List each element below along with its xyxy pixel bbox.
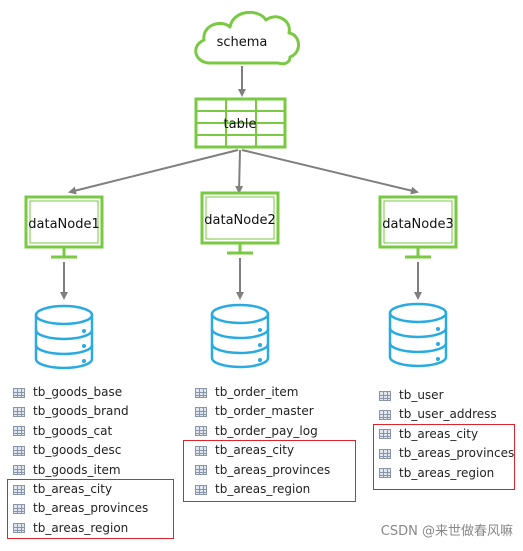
list-item: tb_goods_base [13,383,148,402]
table-icon [13,387,25,398]
table-name: tb_areas_region [399,465,495,480]
table-icon [13,465,25,476]
table-icon [379,429,391,440]
table-icon [195,465,207,476]
list-item: tb_user_address [379,405,514,424]
table-name: tb_order_item [215,385,299,399]
datanode3-database-icon [388,302,448,368]
table-name: tb_user_address [399,407,497,422]
arrow-table-to-datanode3 [241,149,419,195]
datanode1-table-list: tb_goods_base tb_goods_brand tb_goods_ca… [13,383,148,538]
table-name: tb_user [399,388,444,402]
list-item: tb_areas_city [379,425,514,444]
list-item: tb_order_master [195,402,330,421]
table-icon [379,390,391,401]
table-name: tb_areas_city [215,443,295,458]
table-icon [195,445,207,456]
list-item: tb_areas_provinces [195,461,330,480]
datanode3-label: dataNode3 [382,217,453,232]
table-icon [13,407,25,418]
schema-label: schema [217,35,268,50]
datanode2-database-icon [210,303,270,369]
table-icon [379,468,391,479]
table-icon [195,426,207,437]
table-name: tb_areas_provinces [399,446,515,461]
list-item: tb_areas_provinces [13,499,148,518]
table-icon [195,387,207,398]
list-item: tb_goods_item [13,461,148,480]
table-name: tb_areas_city [399,426,479,441]
list-item: tb_goods_desc [13,441,148,460]
table-icon [13,484,25,495]
table-name: tb_areas_region [33,520,129,535]
table-name: tb_order_pay_log [215,423,318,438]
table-name: tb_goods_desc [33,443,122,458]
table-label: table [224,117,257,132]
datanode2-label: dataNode2 [204,213,275,228]
list-item: tb_order_item [195,383,330,402]
datanode3-table-list: tb_user tb_user_address tb_areas_city tb… [379,386,514,483]
datanode3-shared-tables-highlight [373,424,515,490]
table-name: tb_order_master [215,404,314,419]
datanode2-table-list: tb_order_item tb_order_master tb_order_p… [195,383,330,499]
table-icon [195,407,207,418]
arrow-table-to-datanode1 [68,149,239,195]
datanode1-database-icon [34,304,94,370]
list-item: tb_areas_city [13,480,148,499]
table-icon [13,426,25,437]
list-item: tb_areas_region [13,519,148,538]
list-item: tb_goods_cat [13,422,148,441]
table-name: tb_goods_item [33,462,121,477]
table-name: tb_goods_base [33,385,123,399]
table-grid-icon [194,97,287,149]
table-icon [195,484,207,495]
table-name: tb_goods_cat [33,423,113,438]
table-icon [379,448,391,459]
table-name: tb_areas_city [33,481,113,496]
table-icon [13,523,25,534]
list-item: tb_areas_city [195,441,330,460]
table-name: tb_areas_provinces [33,501,149,516]
datanode2-shared-tables-highlight [183,440,356,502]
list-item: tb_areas_region [195,480,330,499]
datanode1-label: dataNode1 [28,217,99,232]
list-item: tb_areas_region [379,464,514,483]
table-icon [13,504,25,515]
table-name: tb_goods_brand [33,404,129,419]
watermark: CSDN @来世做春风嘛 [380,524,513,539]
list-item: tb_areas_provinces [379,444,514,463]
table-icon [379,410,391,421]
arrow-table-to-datanode2 [235,149,244,194]
list-item: tb_goods_brand [13,402,148,421]
list-item: tb_order_pay_log [195,422,330,441]
datanode1-shared-tables-highlight [7,479,174,539]
table-name: tb_areas_provinces [215,462,331,477]
schema-cloud-icon [194,10,300,66]
table-icon [13,445,25,456]
table-name: tb_areas_region [215,481,311,496]
list-item: tb_user [379,386,514,405]
